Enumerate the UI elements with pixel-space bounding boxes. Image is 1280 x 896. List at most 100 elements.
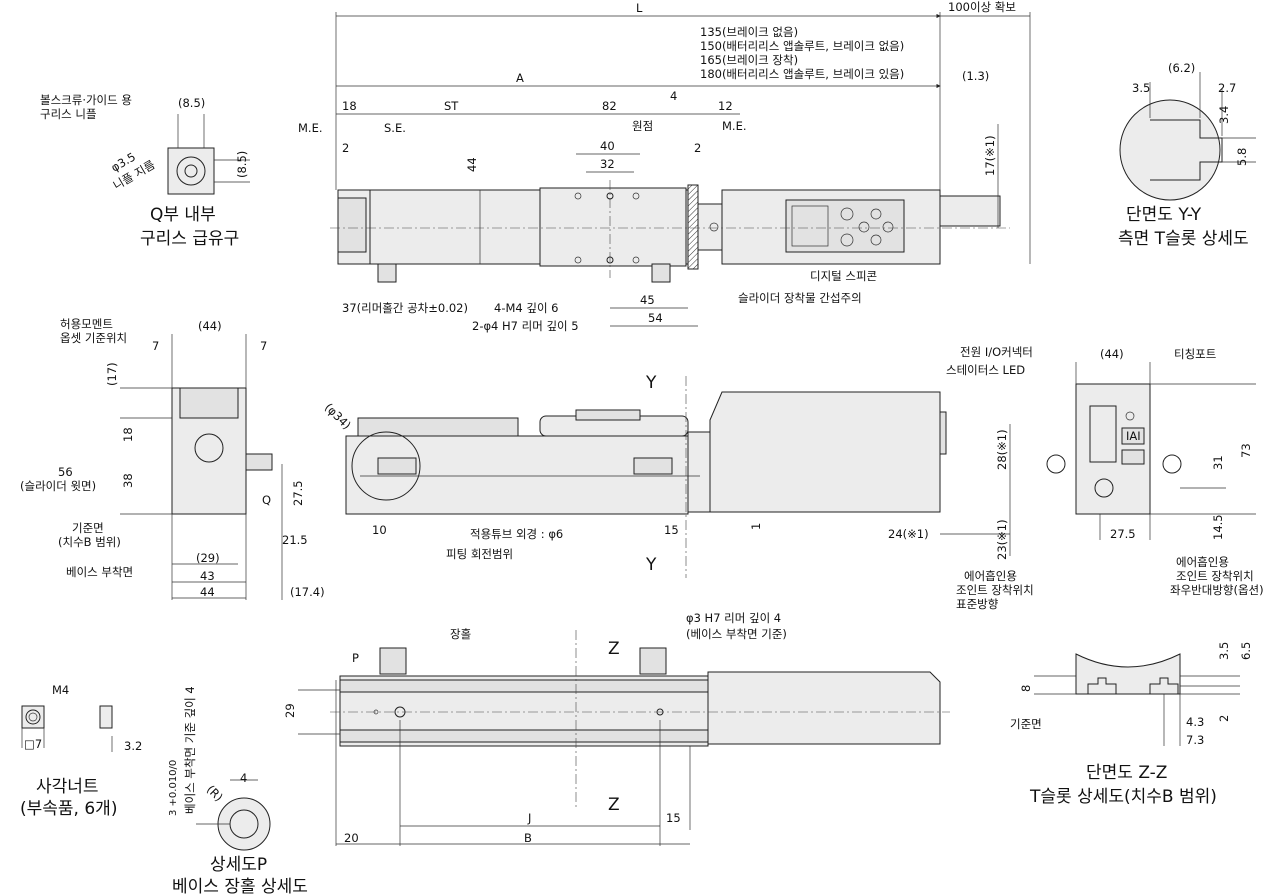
dim-4: 4	[670, 89, 677, 103]
range-b-label: (치수B 범위)	[58, 535, 121, 549]
teaching-port-label: 티칭포트	[1174, 347, 1216, 361]
dim-29: 29	[283, 703, 297, 718]
zz-title-2: T슬롯 상세도(치수B 범위)	[1029, 787, 1217, 807]
dim-17-4: (17.4)	[290, 585, 325, 599]
reamer-pitch-label: 37(리머홀간 공차±0.02)	[342, 301, 468, 315]
dim-32: 32	[600, 157, 615, 171]
reamer-depth-label: φ3 H7 리머 깊이 4	[686, 611, 781, 625]
dim-45: 45	[640, 293, 655, 307]
long-hole-label: 장홀	[450, 627, 471, 641]
base-mount-ref-label: (베이스 부착면 기준)	[686, 627, 787, 641]
p-detail-title-1: 상세도P	[210, 855, 267, 875]
dim-phi-34: (φ34)	[322, 400, 354, 432]
grease-nipple-label: 구리스 니플	[40, 107, 97, 121]
base-mount-label: 베이스 부착면	[66, 565, 133, 579]
q-marker: Q	[262, 493, 271, 507]
dim-7-3: 7.3	[1186, 733, 1204, 747]
y-bottom-marker: Y	[645, 555, 657, 575]
dim-3-4: 3.4	[1217, 106, 1231, 124]
dim-6-2: (6.2)	[1168, 61, 1195, 75]
yy-section: 3.5 (6.2) 2.7 3.4 5.8 단면도 Y-Y 측면 T슬롯 상세도	[1118, 61, 1256, 249]
z-bottom-marker: Z	[608, 795, 620, 815]
slider-warning-label: 슬라이더 장착물 간섭주의	[738, 291, 862, 305]
dim-27-5: 27.5	[291, 480, 305, 506]
offset-ref-label: 옵셋 기준위치	[60, 331, 127, 345]
dim-44: (44)	[1100, 347, 1124, 361]
dim-24-note: 24(※1)	[888, 527, 929, 541]
top-view: L 100이상 확보 135(브레이크 없음) 150(배터리리스 앱솔루트, …	[298, 0, 1031, 333]
dim-100-clearance: 100이상 확보	[948, 0, 1016, 14]
yy-title-2: 측면 T슬롯 상세도	[1118, 229, 1249, 249]
dim-1: 1	[749, 523, 763, 530]
dim-56: 56	[58, 465, 73, 479]
len-battery-brake: 180(배터리리스 앱솔루트, 브레이크 있음)	[700, 67, 904, 81]
dim-2-right: 2	[694, 141, 701, 155]
std-joint-2: 조인트 장착위치	[956, 583, 1034, 597]
square-nut-title-1: 사각너트	[36, 777, 99, 797]
se-label: S.E.	[384, 121, 406, 135]
p-marker: P	[352, 651, 359, 665]
dim-21-5: 21.5	[282, 533, 308, 547]
dim-1-3: (1.3)	[962, 69, 989, 83]
m4-depth-label: 4-M4 깊이 6	[494, 301, 559, 315]
dim-3-5: 3.5	[1217, 642, 1231, 660]
power-io-label: 전원 I/O커넥터	[960, 345, 1033, 359]
dim-2-7: 2.7	[1218, 81, 1236, 95]
dim-40: 40	[600, 139, 615, 153]
dim-73: 73	[1239, 443, 1253, 458]
dim-44-top: (44)	[198, 319, 222, 333]
left-end-view: 허용모멘트 옵셋 기준위치 (44) 7 7 (17) 18 38 56 (슬라…	[20, 317, 325, 600]
dim-17-note: 17(※1)	[983, 135, 997, 176]
dim-15: 15	[666, 811, 681, 825]
opt-joint-3: 좌우반대방향(옵션)	[1170, 583, 1264, 597]
dim-44-bottom: 44	[200, 585, 215, 599]
dim-square-7: □7	[24, 737, 42, 751]
dim-6-5: 6.5	[1239, 642, 1253, 660]
me-right-label: M.E.	[722, 119, 747, 133]
digital-speaker-label: 디지털 스피콘	[810, 269, 877, 283]
iai-logo: IAI	[1126, 429, 1141, 443]
dim-l: L	[636, 1, 643, 15]
zz-title-1: 단면도 Z-Z	[1086, 763, 1167, 783]
dim-23-note: 23(※1)	[995, 519, 1009, 560]
dim-st: ST	[444, 99, 459, 113]
dim-8-5-side: (8.5)	[235, 151, 249, 178]
dim-j: J	[527, 811, 531, 825]
reference-face-label: 기준면	[1010, 717, 1042, 731]
dim-38: 38	[121, 473, 135, 488]
front-view: (φ34) Y Y 10 15 1 적용튜브 외경 : φ6 피팅 회전범위 2…	[322, 373, 1011, 578]
len-brake: 165(브레이크 장착)	[700, 53, 798, 67]
dim-54: 54	[648, 311, 663, 325]
p-detail-title-2: 베이스 장홀 상세도	[172, 877, 308, 896]
m4-label: M4	[52, 683, 69, 697]
dim-4-3: 4.3	[1186, 715, 1204, 729]
base-depth-label: 베이스 부착면 기준 깊이 4	[183, 686, 197, 814]
dim-2-left: 2	[342, 141, 349, 155]
dim-15: 15	[664, 523, 679, 537]
dim-8-5-top: (8.5)	[178, 96, 205, 110]
right-end-view: (44) 전원 I/O커넥터 스테이터스 LED 티칭포트 IAI 73 31 …	[946, 345, 1264, 611]
opt-joint-1: 에어흡인용	[1176, 555, 1229, 569]
dim-43: 43	[200, 569, 215, 583]
dim-14-5: 14.5	[1211, 514, 1225, 540]
dim-3-5: 3.5	[1132, 81, 1150, 95]
dim-18: 18	[342, 99, 357, 113]
opt-joint-2: 조인트 장착위치	[1176, 569, 1254, 583]
q-detail: 볼스크류·가이드 용 구리스 니플 (8.5) (8.5) φ3.5 니플 지름…	[40, 93, 250, 249]
dim-12: 12	[718, 99, 733, 113]
dim-7-left: 7	[152, 339, 159, 353]
dim-27-5: 27.5	[1110, 527, 1136, 541]
dim-29: (29)	[196, 551, 220, 565]
dim-28-note: 28(※1)	[995, 429, 1009, 470]
dim-4: 4	[240, 771, 247, 785]
reamer-h7-label: 2-φ4 H7 리머 깊이 5	[472, 319, 579, 333]
z-top-marker: Z	[608, 639, 620, 659]
std-joint-1: 에어흡인용	[964, 569, 1017, 583]
dim-5-8: 5.8	[1235, 148, 1249, 166]
reference-face-label: 기준면	[72, 521, 104, 535]
yy-title-1: 단면도 Y-Y	[1126, 205, 1202, 225]
dim-b: B	[524, 831, 532, 845]
dim-18: 18	[121, 427, 135, 442]
dim-10: 10	[372, 523, 387, 537]
